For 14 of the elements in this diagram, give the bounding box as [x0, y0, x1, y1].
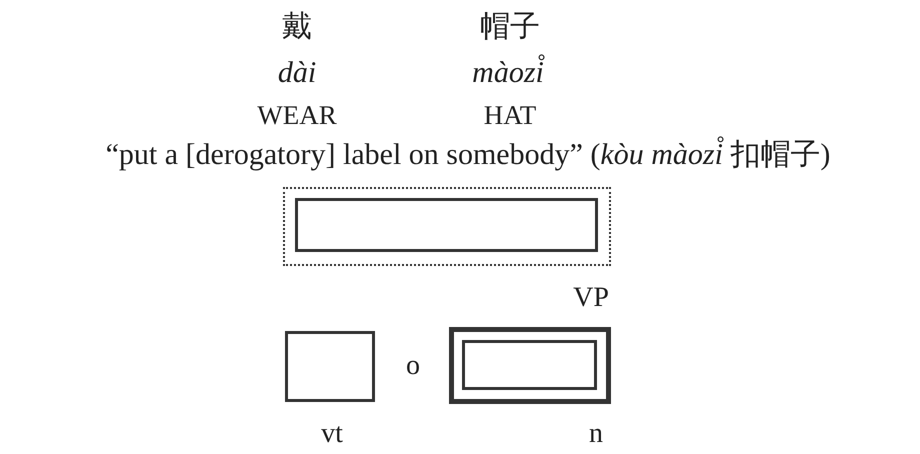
chinese-word: 帽子 [480, 12, 540, 42]
linker-label: o [406, 352, 420, 380]
phrase-label: VP [573, 284, 609, 312]
empty-box [295, 198, 598, 252]
empty-box [462, 340, 597, 390]
category-label: vt [321, 420, 343, 448]
dotted-frame [283, 187, 611, 266]
empty-box [285, 331, 375, 402]
thick-box [449, 327, 611, 404]
chinese-word: 戴 [282, 12, 312, 42]
pinyin-word: dài [278, 58, 316, 88]
gloss-word: HAT [484, 102, 536, 129]
gloss-word: WEAR [257, 102, 337, 129]
category-label: n [589, 420, 603, 448]
